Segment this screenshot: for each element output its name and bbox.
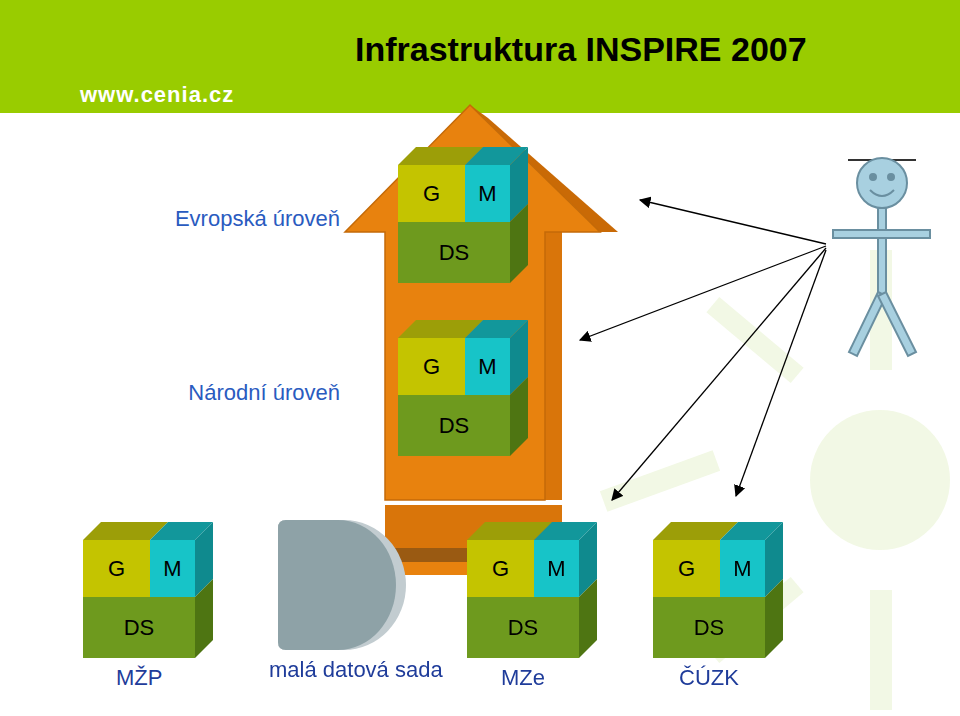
component-cube: GMDSMZe	[467, 540, 579, 658]
header-bar	[0, 0, 960, 113]
shape-outline	[278, 520, 406, 650]
face-letter: G	[423, 181, 440, 207]
geoportal-face: G	[83, 540, 150, 597]
metadata-face: M	[150, 540, 195, 597]
geoportal-face: G	[398, 338, 465, 395]
leader-arrows	[580, 200, 826, 500]
geoportal-face: G	[467, 540, 534, 597]
source-label: MZe	[501, 665, 545, 691]
metadata-face: M	[534, 540, 579, 597]
face-letter: DS	[124, 615, 155, 641]
metadata-face: M	[465, 165, 510, 222]
geoportal-face: G	[653, 540, 720, 597]
face-letter: M	[478, 354, 496, 380]
face-letter: M	[163, 556, 181, 582]
cube-face	[195, 579, 213, 658]
component-cube: G M DS	[398, 338, 510, 456]
page-title: Infrastruktura INSPIRE 2007	[355, 30, 807, 69]
component-cube: G M DS	[398, 165, 510, 283]
face-letter: DS	[694, 615, 725, 641]
face-letter: G	[678, 556, 695, 582]
cylinder-rim	[278, 520, 406, 650]
geoportal-face: G	[398, 165, 465, 222]
dataset-face: DS	[467, 597, 579, 658]
dataset-face: DS	[83, 597, 195, 658]
component-cube: GMDSMŽP	[83, 540, 195, 658]
dataset-face: DS	[398, 222, 510, 283]
dataset-shape: malá datová sada	[278, 520, 406, 650]
dataset-face: DS	[653, 597, 765, 658]
face-letter: G	[108, 556, 125, 582]
cylinder-body	[278, 520, 396, 650]
sun-watermark	[600, 250, 950, 710]
cube-face	[579, 579, 597, 658]
source-label: MŽP	[116, 665, 162, 691]
cube-face	[510, 204, 528, 283]
dataset-face: DS	[398, 395, 510, 456]
dataset-label: malá datová sada	[269, 657, 443, 683]
level-label: Evropská úroveň	[175, 206, 340, 232]
face-letter: DS	[439, 240, 470, 266]
cube-face	[510, 377, 528, 456]
face-letter: M	[478, 181, 496, 207]
level-label: Národní úroveň	[188, 380, 340, 406]
face-letter: DS	[508, 615, 539, 641]
metadata-face: M	[720, 540, 765, 597]
upward-arrow	[345, 105, 618, 575]
logo-url: www.cenia.cz	[80, 82, 234, 108]
face-letter: DS	[439, 413, 470, 439]
face-letter: M	[733, 556, 751, 582]
face-letter: G	[423, 354, 440, 380]
face-letter: M	[547, 556, 565, 582]
metadata-face: M	[465, 338, 510, 395]
user-figure	[833, 158, 930, 356]
source-label: ČÚZK	[679, 665, 739, 691]
face-letter: G	[492, 556, 509, 582]
cube-face	[765, 579, 783, 658]
component-cube: GMDSČÚZK	[653, 540, 765, 658]
